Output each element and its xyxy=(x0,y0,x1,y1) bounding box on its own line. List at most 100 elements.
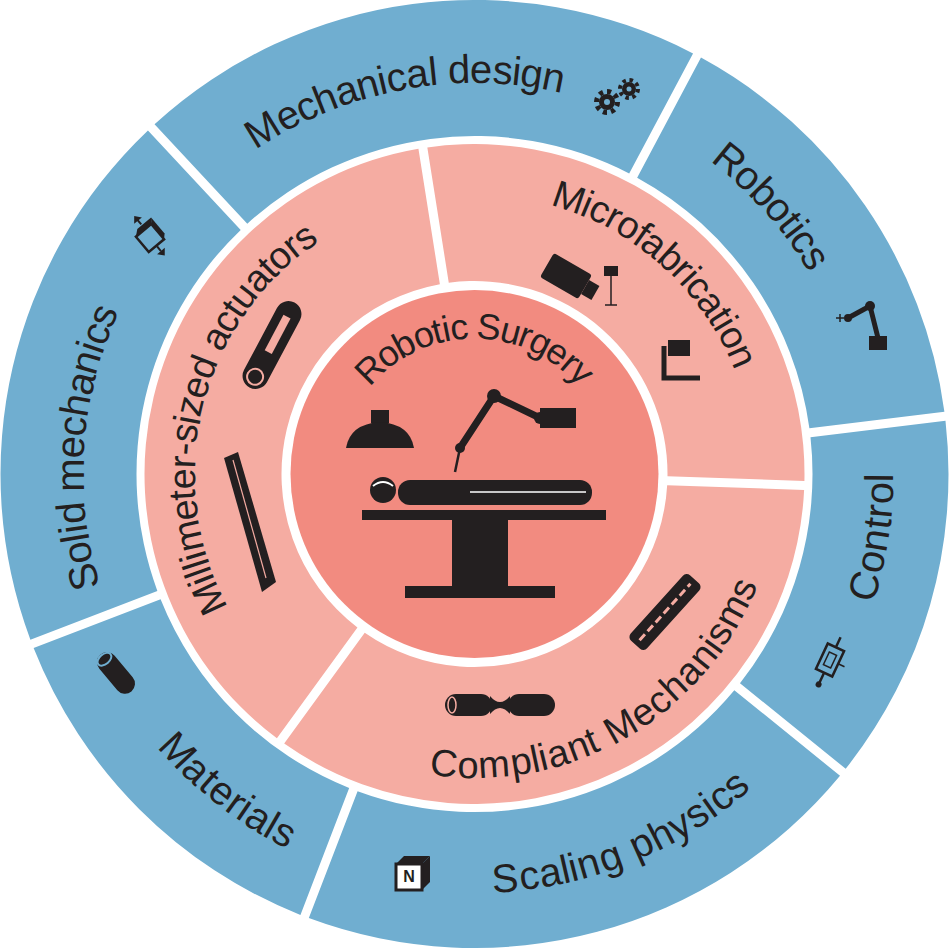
stress-cube-icon xyxy=(125,208,176,262)
fab-stage-icon-part xyxy=(664,346,700,378)
segment-label: Scaling physics xyxy=(489,758,759,902)
fab-machine-icon-part xyxy=(581,280,599,300)
stress-cube-icon-part xyxy=(157,248,169,259)
text-glyph: e xyxy=(161,468,205,490)
control-icon-part xyxy=(823,652,836,668)
ring-sector xyxy=(155,0,694,224)
segment-label: Robotics xyxy=(702,131,842,279)
patient-table-icon-part xyxy=(405,586,555,598)
fab-stage-icon-part xyxy=(668,340,690,356)
ring-sector xyxy=(740,421,949,769)
segment-shape-group xyxy=(291,290,659,658)
cube-icon xyxy=(396,856,430,890)
control-icon-part xyxy=(836,637,841,647)
actuator-icon-part xyxy=(244,366,266,388)
patient-table-icon-part xyxy=(470,491,586,493)
plate-icon xyxy=(224,452,276,592)
robot-arm-icon xyxy=(836,301,887,350)
stress-cube-icon-part xyxy=(148,218,167,240)
patient-table-icon-part xyxy=(362,510,606,520)
surgical-robot-icon xyxy=(455,389,576,472)
segment-label: Materials xyxy=(148,720,305,858)
stress-cube-icon-part xyxy=(130,213,142,224)
flexure-chain-icon xyxy=(627,572,702,652)
ring-sector xyxy=(427,144,804,481)
patient-table-icon-part xyxy=(373,482,393,486)
segment-shape-group xyxy=(427,144,804,481)
text-glyph: C xyxy=(428,741,460,787)
segment-label: Control xyxy=(836,471,904,607)
text-glyph: r xyxy=(161,455,205,469)
cylinder-icon-part xyxy=(93,648,139,698)
fab-tool-icon xyxy=(604,266,618,305)
text-glyph: d xyxy=(447,46,471,93)
gears-icon-part xyxy=(597,92,618,113)
segment-shape-group xyxy=(155,0,694,224)
actuator-icon xyxy=(238,297,306,394)
text-glyph: m xyxy=(477,742,512,788)
flexure-chain-icon-part xyxy=(627,572,702,652)
notched-hinge-icon-part xyxy=(448,697,456,713)
segment-label: Mechanical design xyxy=(235,44,571,158)
segment-label: Microfabrication xyxy=(545,170,767,376)
patient-table-icon-part xyxy=(370,477,396,503)
patient-table-icon-part xyxy=(398,480,592,505)
actuator-icon-part xyxy=(238,297,306,394)
segment-shape-group xyxy=(637,58,944,429)
surgical-robot-icon-part xyxy=(460,396,494,448)
control-icon-part xyxy=(819,673,824,683)
ring-segment: Compliant Mechanisms xyxy=(280,480,805,804)
notched-hinge-icon-part xyxy=(445,694,492,716)
surgical-robot-icon-part xyxy=(540,408,576,428)
segment-label: Solid mechanics xyxy=(45,295,128,597)
robot-arm-icon-part xyxy=(865,301,875,311)
control-icon-part xyxy=(838,664,844,667)
fab-tool-icon-part xyxy=(604,266,618,276)
text-glyph: S xyxy=(490,854,520,902)
patient-table-icon-part xyxy=(452,520,508,586)
gears-icon-part xyxy=(620,80,638,98)
control-icon-part xyxy=(816,644,844,677)
fab-tool-icon-part xyxy=(610,276,612,305)
gears-icon-part xyxy=(622,82,636,96)
notched-hinge-icon-part xyxy=(490,696,510,714)
plate-icon-part xyxy=(224,452,276,592)
text-glyph: m xyxy=(46,458,92,491)
notched-hinge-icon xyxy=(445,694,555,716)
text-glyph: e xyxy=(470,46,493,92)
stress-cube-icon-part xyxy=(136,224,164,252)
surgical-robot-icon-part xyxy=(494,396,540,418)
fab-machine-icon xyxy=(540,253,602,305)
segment-shape-group xyxy=(309,690,840,948)
segment-shape xyxy=(290,290,659,658)
text-glyph: c xyxy=(447,305,469,348)
robot-arm-icon-part xyxy=(844,314,852,322)
cylinder-icon-part xyxy=(95,650,114,668)
cylinder-icon xyxy=(93,648,139,698)
text-glyph xyxy=(47,490,94,504)
gears-icon-part xyxy=(599,94,615,110)
text-glyph: o xyxy=(457,744,479,788)
surgical-lamp-icon xyxy=(346,410,414,448)
center-disc xyxy=(291,290,659,658)
ring-segment: Materials xyxy=(31,595,354,917)
plate-icon-part xyxy=(233,460,266,578)
center-circle: Robotic Surgery xyxy=(290,290,659,658)
patient-table-icon xyxy=(362,477,606,598)
text-glyph: l xyxy=(856,473,902,482)
ring-sector xyxy=(34,599,350,915)
segment-shape-group xyxy=(34,599,350,915)
text-glyph: o xyxy=(856,481,903,505)
segment-label: Robotic Surgery xyxy=(345,303,604,394)
notched-hinge-icon-part xyxy=(508,694,555,716)
fab-tool-icon-part xyxy=(605,304,617,306)
control-icon xyxy=(809,634,855,694)
actuator-icon-part xyxy=(265,315,291,354)
flexure-chain-icon-part xyxy=(640,584,691,640)
cube-icon-part xyxy=(396,864,422,890)
segment-label: Compliant Mechanisms xyxy=(426,570,768,789)
fab-stage-icon xyxy=(664,340,700,378)
gears-icon-part xyxy=(627,87,632,92)
